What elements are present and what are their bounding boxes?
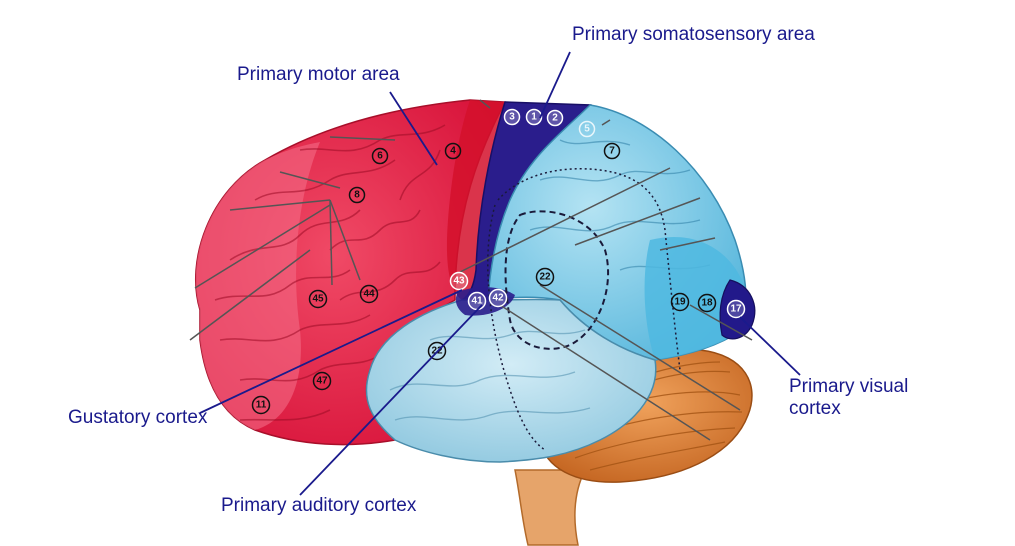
area-3-number: 3: [509, 112, 515, 123]
visual-cortex: [719, 279, 756, 340]
visual-cortex-label: Primary visual cortex: [789, 376, 908, 420]
area-7-marker: 7: [603, 142, 621, 160]
area-5-marker: 5: [578, 120, 596, 138]
area-5-number: 5: [584, 124, 590, 135]
area-17-number: 17: [730, 304, 742, 315]
area-22-upper-number: 22: [539, 272, 551, 283]
area-45-number: 45: [312, 294, 324, 305]
area-42-marker: 42: [488, 288, 508, 308]
motor-area-label: Primary motor area: [237, 64, 400, 85]
area-8-number: 8: [354, 190, 360, 201]
area-11-marker: 11: [251, 395, 271, 415]
occipital-area: [644, 236, 745, 360]
visual-cortex-label-line1: Primary visual: [789, 376, 909, 397]
auditory-cortex-label: Primary auditory cortex: [221, 495, 417, 516]
area-41-marker: 41: [467, 291, 487, 311]
area-43-marker: 43: [449, 271, 469, 291]
area-47-marker: 47: [312, 371, 332, 391]
area-6-number: 6: [377, 151, 383, 162]
gustatory-cortex-label: Gustatory cortex: [68, 407, 208, 428]
area-17-marker: 17: [726, 299, 746, 319]
area-4-number: 4: [450, 146, 456, 157]
area-2-marker: 2: [546, 109, 564, 127]
somatosensory-area-label: Primary somatosensory area: [572, 24, 815, 45]
area-8-marker: 8: [348, 186, 366, 204]
area-42-number: 42: [492, 293, 504, 304]
area-markers: 3 1 2 5 7 6 4 8 43 45 44 41 42 22 22 19 …: [251, 108, 746, 415]
region-outlines: [487, 168, 681, 451]
area-11-number: 11: [256, 400, 267, 411]
area-45-marker: 45: [308, 289, 328, 309]
area-2-number: 2: [552, 113, 558, 124]
area-18-marker: 18: [697, 293, 717, 313]
area-44-marker: 44: [359, 284, 379, 304]
area-41-number: 41: [471, 296, 483, 307]
area-22-upper-marker: 22: [535, 267, 555, 287]
area-1-number: 1: [531, 112, 537, 123]
area-4-marker: 4: [444, 142, 462, 160]
brainstem: [514, 469, 587, 546]
area-18-number: 18: [701, 298, 713, 309]
area-43-number: 43: [453, 276, 465, 287]
area-19-number: 19: [674, 297, 686, 308]
leader-lines: [189, 99, 753, 441]
motor-strip: [446, 100, 505, 300]
area-3-marker: 3: [503, 108, 521, 126]
frontal-lobe: [195, 99, 507, 446]
callout-pointers: [199, 51, 801, 496]
area-7-number: 7: [609, 146, 615, 157]
area-6-marker: 6: [371, 147, 389, 165]
area-1-marker: 1: [525, 108, 543, 126]
area-44-number: 44: [363, 289, 375, 300]
area-19-marker: 19: [670, 292, 690, 312]
area-47-number: 47: [316, 376, 328, 387]
visual-cortex-label-line2: cortex: [789, 397, 841, 419]
